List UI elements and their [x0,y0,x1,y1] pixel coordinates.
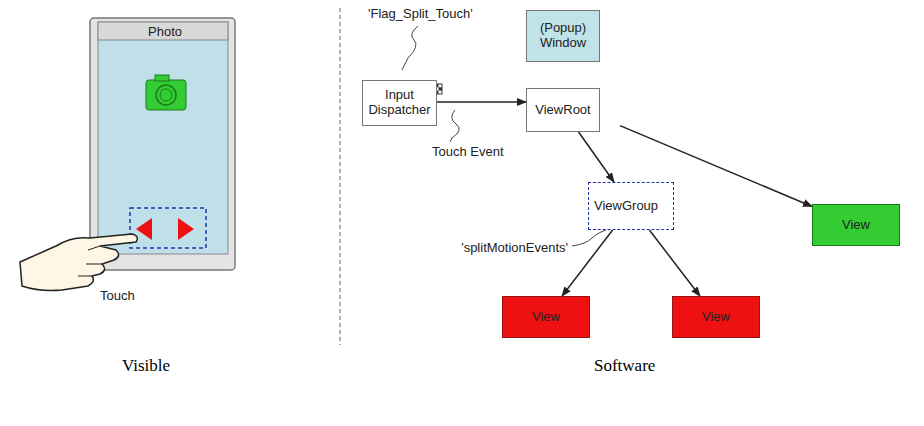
node-text: ViewGroup [594,199,658,214]
node-text: (Popup) Window [532,21,594,51]
node-text: View [842,218,870,233]
arrow-connector [562,230,613,296]
flag-label: 'Flag_Split_Touch' [368,6,473,21]
divider-line [340,8,341,345]
group-box: ViewGroup [588,182,674,230]
leader-line [572,228,612,246]
screen-title: Photo [148,24,182,39]
gesture-label: Touch [100,288,135,303]
event-label: Touch Event [432,144,504,159]
node-text: ViewRoot [535,103,590,118]
section-label: Software [594,356,655,376]
leader-line [450,110,459,142]
flag-label: 'splitMotionEvents' [461,240,568,255]
process-box: Input Dispatcher [362,80,437,126]
phone-illustration [20,18,235,291]
leader-line [402,26,418,70]
arrow-connector [579,132,614,182]
node-text: View [702,310,730,325]
process-box: ViewRoot [526,88,600,132]
section-label: Visible [122,356,170,376]
view-box: View [672,296,760,338]
view-box: View [812,204,900,246]
arrow-connector [649,230,700,296]
node-text: View [532,310,560,325]
window-box: (Popup) Window [526,10,600,62]
arrow-connector [437,101,526,103]
view-box: View [502,296,590,338]
node-text: Input Dispatcher [368,88,431,118]
